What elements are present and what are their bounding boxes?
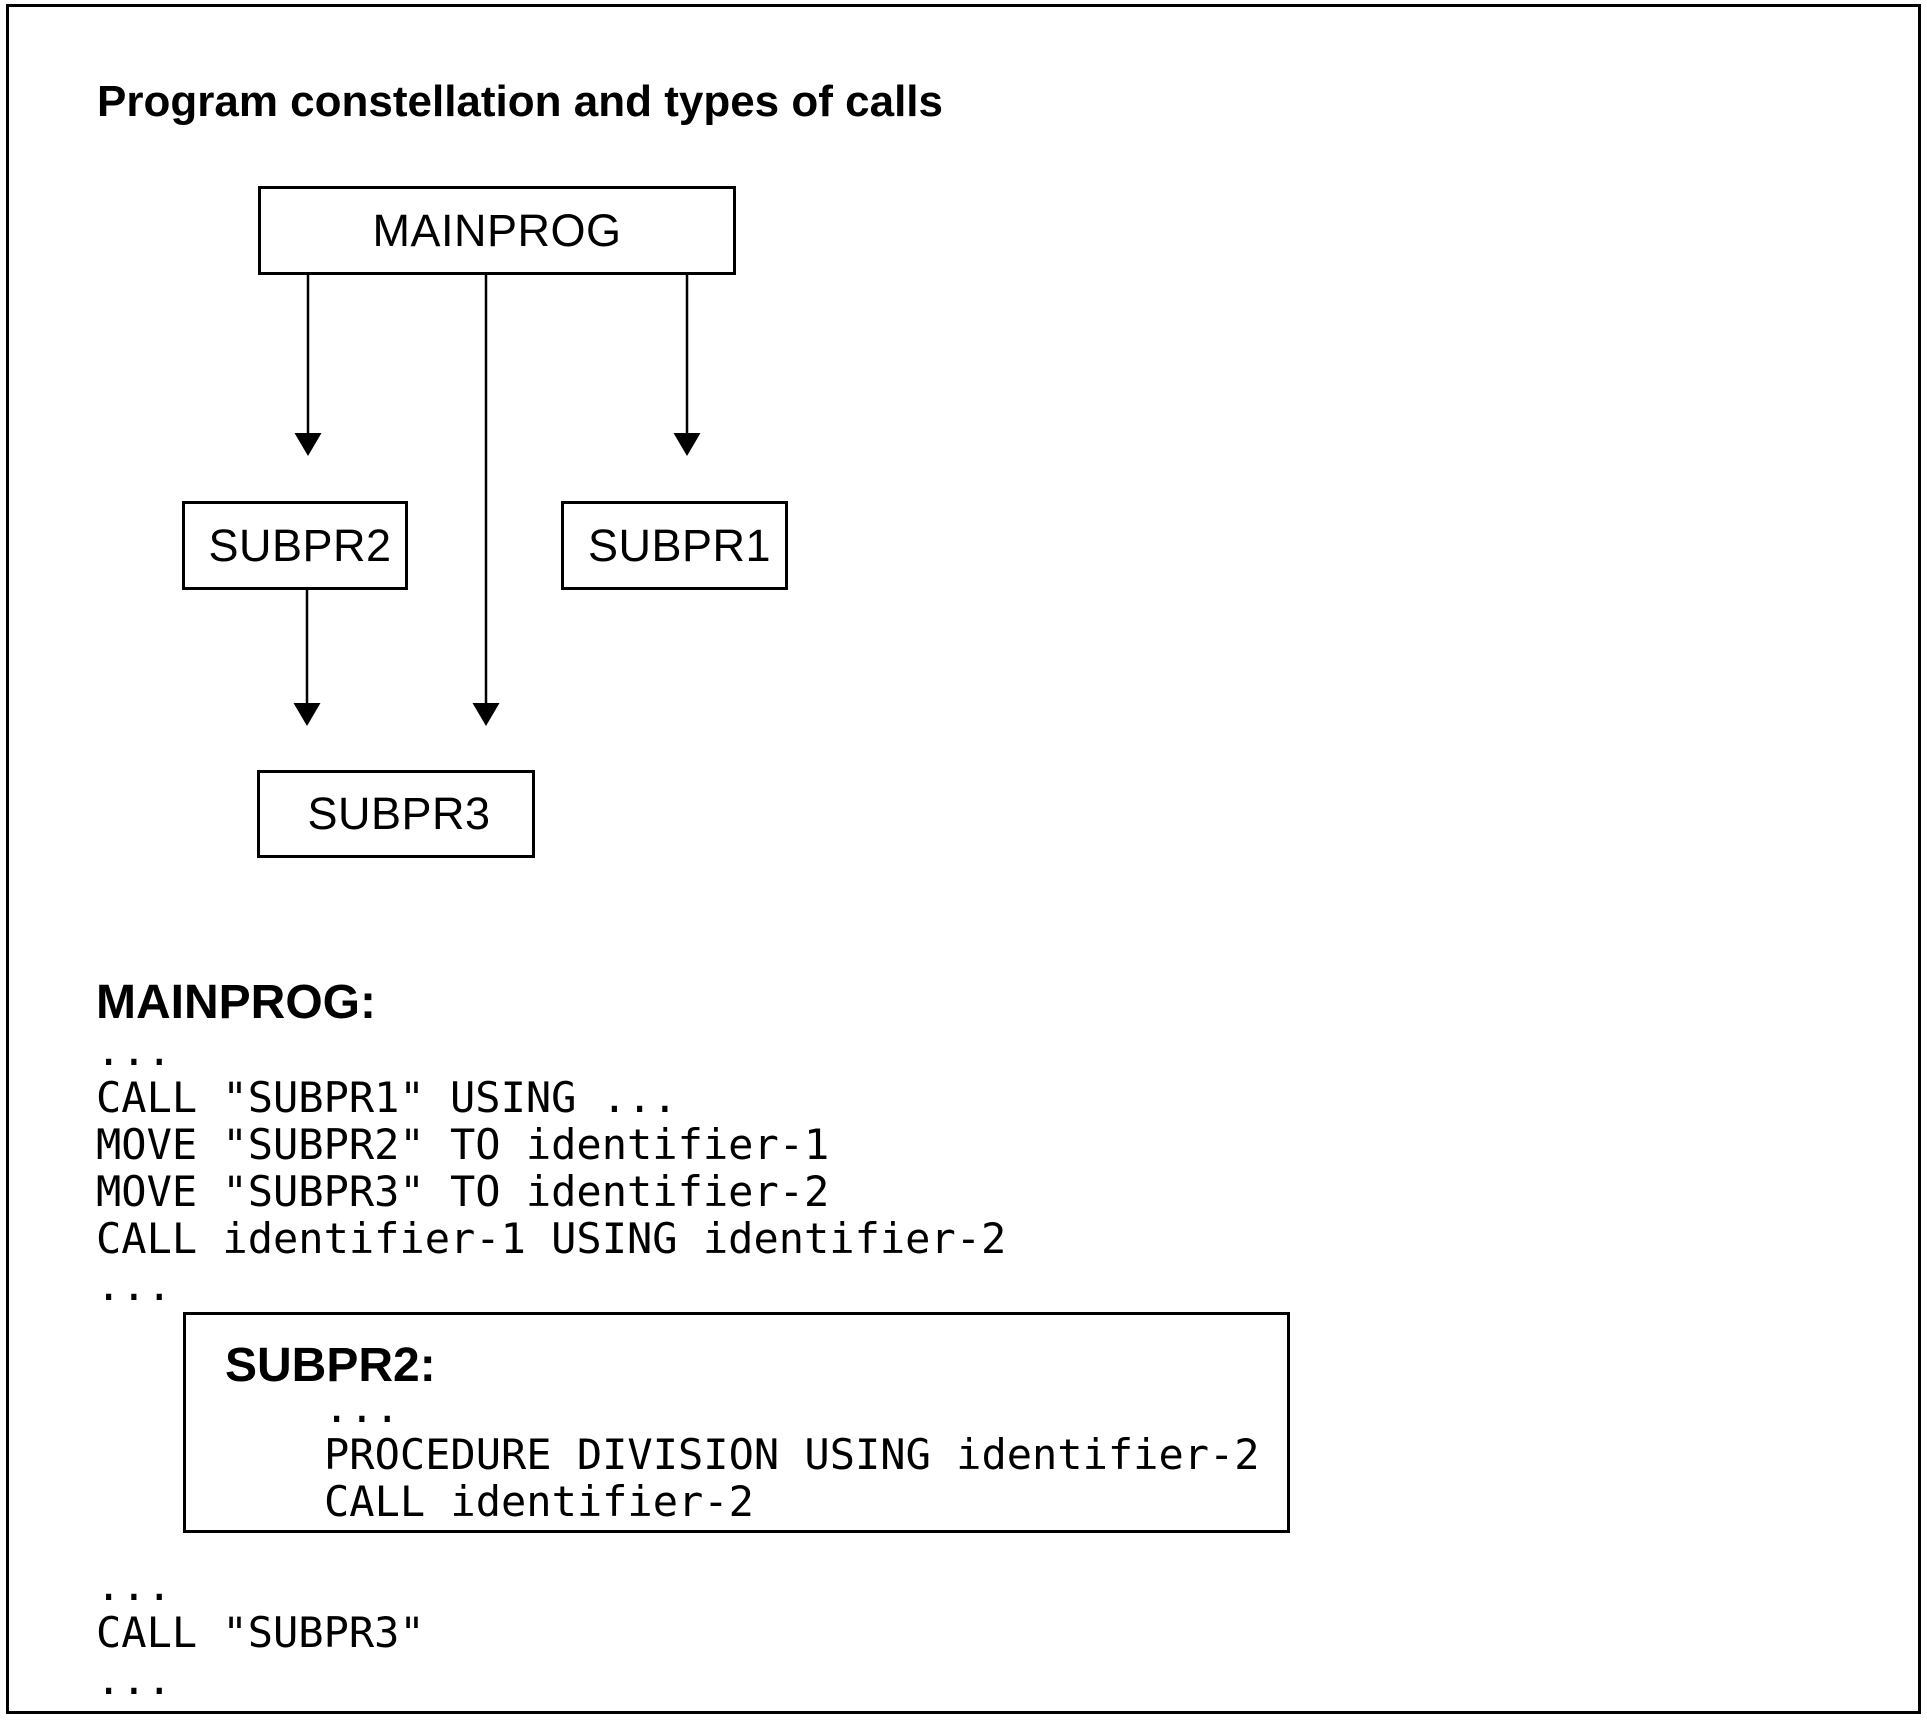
node-box-subpr2: SUBPR2 xyxy=(182,501,408,590)
arrow-mainprog-to-subpr2 xyxy=(294,275,322,456)
arrow-mainprog-to-subpr3 xyxy=(472,275,500,726)
subpr2-code-heading: SUBPR2: xyxy=(225,1339,436,1392)
arrow-mainprog-to-subpr1 xyxy=(673,275,701,456)
subpr2-code-box xyxy=(183,1312,1290,1533)
mainprog-code-listing: ... CALL "SUBPR1" USING ... MOVE "SUBPR2… xyxy=(96,1026,1007,1310)
node-label-mainprog: MAINPROG xyxy=(372,204,622,256)
node-box-subpr1: SUBPR1 xyxy=(561,501,788,590)
figure-title: Program constellation and types of calls xyxy=(97,77,943,126)
node-label-subpr3: SUBPR3 xyxy=(307,788,491,839)
node-box-mainprog: MAINPROG xyxy=(258,186,736,275)
mainprog-tail-code-listing: ... CALL "SUBPR3" ... xyxy=(96,1561,425,1704)
arrow-subpr2-to-subpr3 xyxy=(293,590,321,726)
mainprog-code-heading: MAINPROG: xyxy=(96,976,376,1029)
subpr2-code-listing: ... PROCEDURE DIVISION USING identifier-… xyxy=(324,1383,1260,1526)
node-box-subpr3: SUBPR3 xyxy=(257,770,535,858)
node-label-subpr2: SUBPR2 xyxy=(208,519,392,571)
node-label-subpr1: SUBPR1 xyxy=(587,519,772,571)
